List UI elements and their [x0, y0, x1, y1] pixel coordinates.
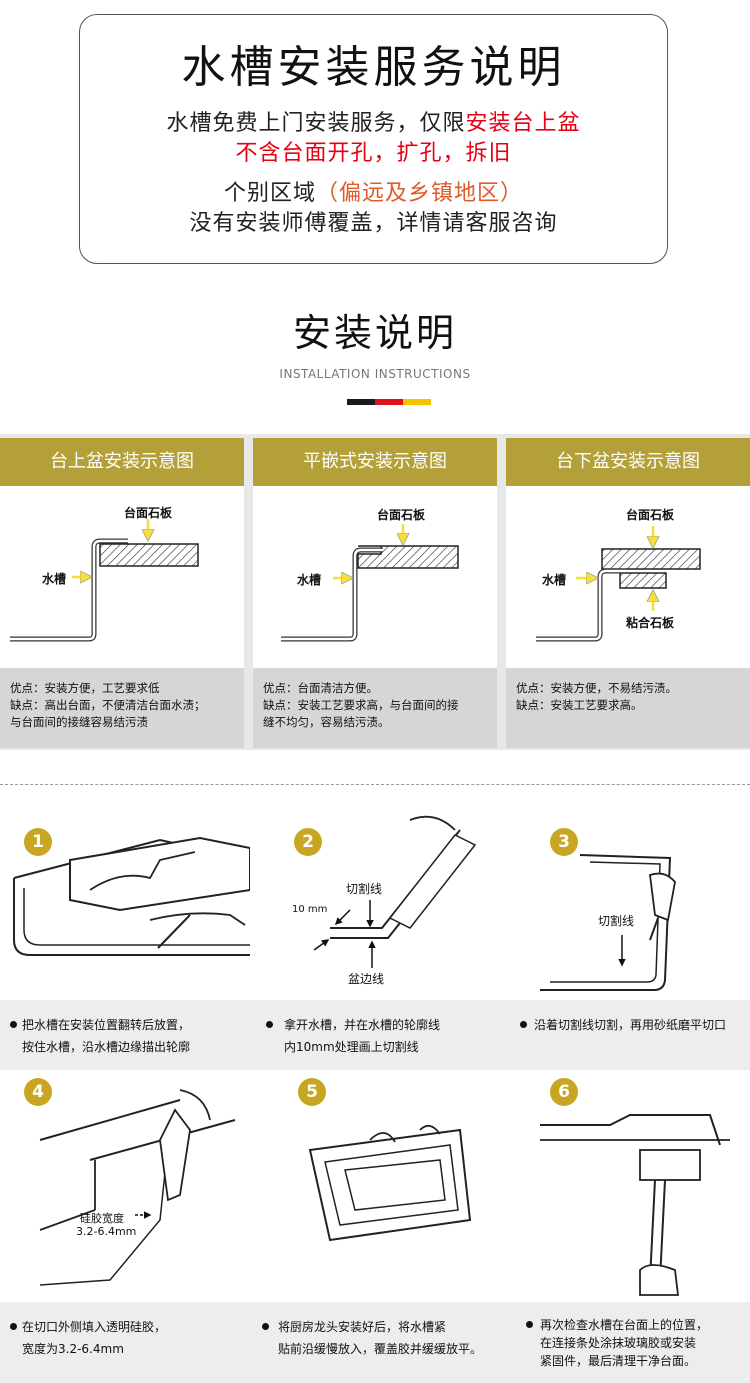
caption-line: 紧固件，最后清理干净台面。 [540, 1354, 697, 1368]
desc-line: 缺点：安装工艺要求高。 [516, 698, 643, 712]
step-5-badge: 5 [298, 1078, 326, 1106]
label-bond-slab: 粘合石板 [626, 616, 675, 630]
notice-line-3-text: 个别区域 [223, 181, 316, 206]
undermount-diagram: 台面石板 水槽 粘合石板 [506, 486, 750, 668]
step-2-caption: 拿开水槽，并在水槽的轮廓线 内10mm处理画上切割线 [250, 1000, 500, 1070]
step-6-badge: 6 [550, 1078, 578, 1106]
notice-line-1: 水槽免费上门安装服务，仅限安装台上盆 [80, 109, 667, 139]
notice-line-1-text: 水槽免费上门安装服务，仅限 [166, 111, 466, 136]
notice-line-4: 没有安装师傅覆盖，详情请客服咨询 [189, 211, 558, 236]
caption-line: 在连接条处涂抹玻璃胶或安装 [540, 1336, 697, 1350]
dashed-divider [0, 784, 750, 785]
step-5-drawing [308, 1124, 472, 1242]
desc-line: 缺点：安装工艺要求高，与台面间的接 [263, 698, 459, 712]
label-glue-width: 硅胶宽度 [80, 1212, 124, 1225]
panel-undermount-title: 台下盆安装示意图 [506, 438, 750, 486]
panel-flushmount-desc: 优点：台面清洁方便。 缺点：安装工艺要求高，与台面间的接 缝不均匀，容易结污渍。 [253, 668, 497, 748]
tricolor-bar [347, 399, 431, 405]
step-2-illustration: 2 切割线 10 mm 盆边线 [250, 800, 500, 1000]
bullet-dot [266, 1021, 273, 1028]
step-3-caption: 沿着切割线切割，再用砂纸磨平切口 [500, 1000, 750, 1070]
caption-line: 把水槽在安装位置翻转后放置， [22, 1018, 191, 1032]
panel-undermount: 台下盆安装示意图 台面石板 水槽 粘合石板 优点：安装方便，不易结污渍。 缺点：… [506, 438, 750, 748]
step-2-drawing [313, 815, 477, 968]
section-subtitle: INSTALLATION INSTRUCTIONS [279, 367, 471, 381]
bullet-dot [10, 1021, 17, 1028]
flag-stripe-yellow [403, 399, 431, 405]
step-3-badge: 3 [550, 828, 578, 856]
topmount-slab [99, 543, 199, 567]
caption-line: 拿开水槽，并在水槽的轮廓线 [284, 1018, 441, 1032]
desc-line: 优点：安装方便，不易结污渍。 [516, 681, 677, 695]
step-3-illustration: 3 切割线 [500, 800, 750, 1000]
step-6-illustration: 6 [500, 1070, 750, 1302]
notice-line-2: 不含台面开孔，扩孔，拆旧 [235, 141, 512, 166]
label-sink: 水槽 [542, 573, 567, 587]
step-4-illustration: 4 硅胶宽度 3.2-6.4mm [0, 1070, 250, 1302]
desc-line: 优点：安装方便，工艺要求低 [10, 681, 160, 695]
step-4-caption: 在切口外侧填入透明硅胶， 宽度为3.2-6.4mm [0, 1302, 250, 1383]
caption-line: 宽度为3.2-6.4mm [22, 1342, 124, 1356]
flushmount-diagram-svg [281, 524, 459, 642]
panel-topmount-title: 台上盆安装示意图 [0, 438, 244, 486]
undermount-diagram-svg [536, 526, 701, 642]
caption-line: 沿着切割线切割，再用砂纸磨平切口 [534, 1018, 727, 1032]
step-4-badge: 4 [24, 1078, 52, 1106]
section-title: 安装说明 [292, 311, 457, 355]
panel-topmount-desc: 优点：安装方便，工艺要求低 缺点：高出台面，不便清洁台面水渍； 与台面间的接缝容… [0, 668, 244, 748]
service-notice-box: 水槽安装服务说明 水槽免费上门安装服务，仅限安装台上盆 不含台面开孔，扩孔，拆旧… [79, 14, 668, 264]
caption-line: 再次检查水槽在台面上的位置， [540, 1318, 709, 1332]
label-cut-line: 切割线 [346, 882, 383, 896]
label-sink: 水槽 [42, 572, 67, 586]
caption-line: 贴前沿缓慢放入，覆盖胶并缓缓放平。 [278, 1342, 483, 1356]
undermount-slab [601, 548, 701, 570]
step-1-caption: 把水槽在安装位置翻转后放置， 按住水槽，沿水槽边缘描出轮廓 [0, 1000, 250, 1070]
notice-line-3: 个别区域（偏远及乡镇地区） [80, 179, 667, 209]
step-5-illustration: 5 [250, 1070, 500, 1302]
desc-line: 优点：台面清洁方便。 [263, 681, 378, 695]
label-edge-line: 盆边线 [348, 972, 385, 986]
step-2-badge: 2 [294, 828, 322, 856]
label-cut-line: 切割线 [598, 914, 635, 928]
topmount-diagram-svg [10, 519, 199, 642]
panel-undermount-desc: 优点：安装方便，不易结污渍。 缺点：安装工艺要求高。 [506, 668, 750, 748]
notice-line-1-highlight: 安装台上盆 [465, 111, 581, 136]
flag-stripe-red [375, 399, 403, 405]
label-10mm: 10 mm [292, 904, 328, 915]
label-slab: 台面石板 [124, 506, 173, 520]
desc-line: 缝不均匀，容易结污渍。 [263, 715, 390, 729]
step-5-caption: 将厨房龙头安装好后，将水槽紧 贴前沿缓慢放入，覆盖胶并缓缓放平。 [250, 1302, 500, 1383]
notice-title: 水槽安装服务说明 [181, 42, 566, 93]
label-glue-range: 3.2-6.4mm [76, 1225, 137, 1238]
flag-stripe-black [347, 399, 375, 405]
bullet-dot [262, 1323, 269, 1330]
step-1-badge: 1 [24, 828, 52, 856]
step-1-drawing [13, 836, 250, 956]
step-1-illustration: 1 [0, 800, 250, 1000]
flushmount-diagram: 台面石板 水槽 [253, 486, 497, 668]
step-3-drawing [540, 854, 676, 991]
step-6-drawing [540, 1114, 730, 1296]
label-sink: 水槽 [297, 573, 322, 587]
step-4-drawing [39, 1089, 236, 1286]
bullet-dot [526, 1321, 533, 1328]
bullet-dot [10, 1323, 17, 1330]
panel-flushmount: 平嵌式安装示意图 台面石板 水槽 优点：台面清洁方便。 缺点：安装工艺要求高，与… [253, 438, 497, 748]
caption-line: 将厨房龙头安装好后，将水槽紧 [278, 1320, 447, 1334]
label-slab: 台面石板 [626, 508, 675, 522]
step-6-caption: 再次检查水槽在台面上的位置， 在连接条处涂抹玻璃胶或安装 紧固件，最后清理干净台… [500, 1302, 750, 1383]
bullet-dot [520, 1021, 527, 1028]
desc-line: 缺点：高出台面，不便清洁台面水渍； [10, 698, 206, 712]
panel-topmount: 台上盆安装示意图 台面石板 水槽 优点：安装方便，工艺要求低 缺点：高出台面，不… [0, 438, 244, 748]
caption-line: 在切口外侧填入透明硅胶， [22, 1320, 167, 1334]
topmount-diagram: 台面石板 水槽 [0, 486, 244, 668]
label-slab: 台面石板 [377, 508, 426, 522]
caption-line: 按住水槽，沿水槽边缘描出轮廓 [22, 1040, 191, 1054]
panel-flushmount-title: 平嵌式安装示意图 [253, 438, 497, 486]
notice-line-3-highlight: （偏远及乡镇地区） [316, 181, 524, 206]
desc-line: 与台面间的接缝容易结污渍 [10, 715, 148, 729]
caption-line: 内10mm处理画上切割线 [284, 1040, 419, 1054]
undermount-bond-slab [619, 572, 667, 589]
